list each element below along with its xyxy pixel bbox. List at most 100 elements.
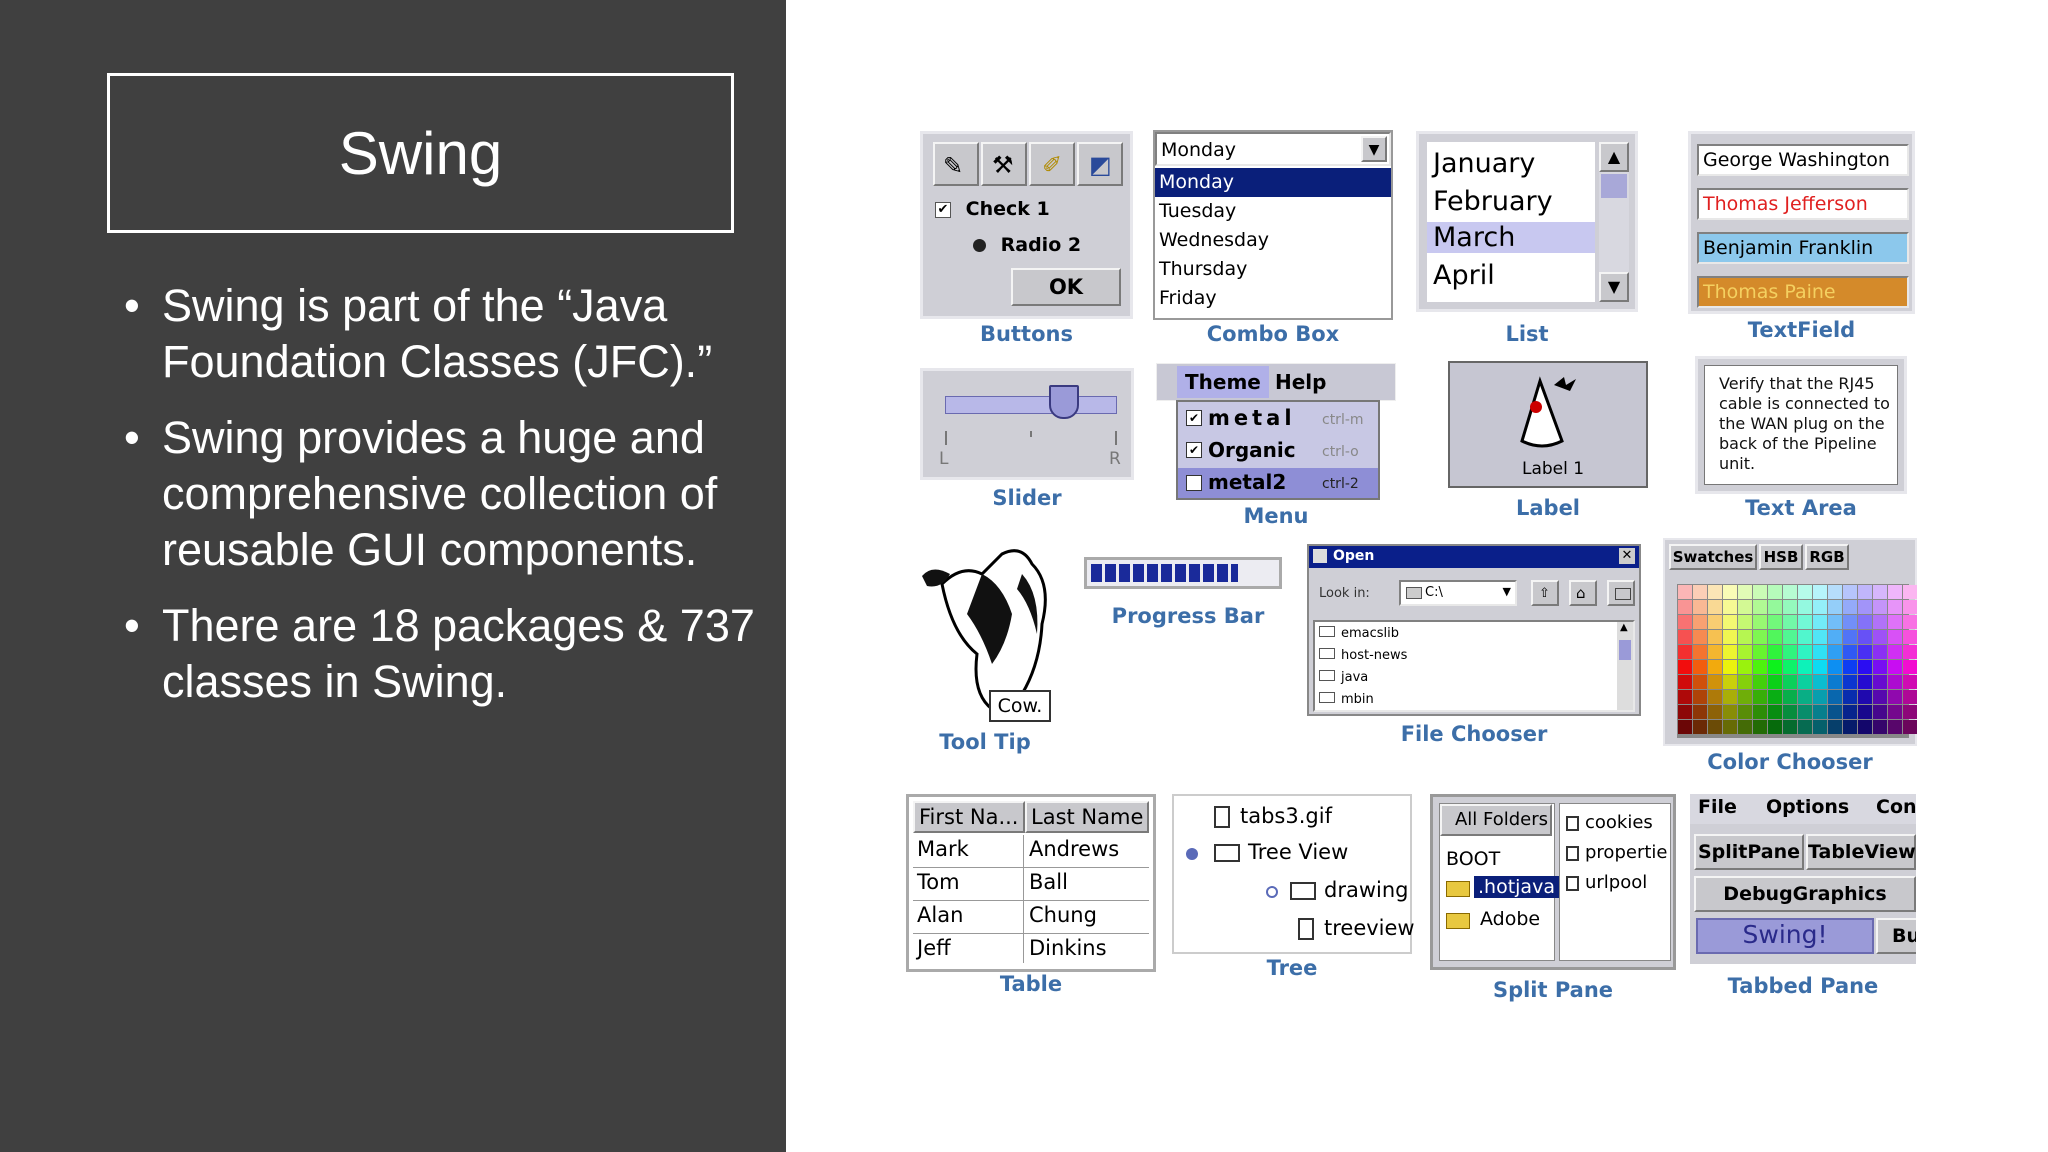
textfield-benjamin[interactable]: Benjamin Franklin — [1697, 232, 1909, 264]
color-swatch[interactable] — [1873, 705, 1887, 719]
radio-2[interactable]: Radio 2 — [973, 234, 1081, 256]
color-swatch[interactable] — [1888, 630, 1902, 644]
tab-cut-off[interactable]: Bu — [1876, 918, 1916, 954]
color-swatch[interactable] — [1843, 585, 1857, 599]
text-area[interactable]: Verify that the RJ45 cable is connected … — [1704, 365, 1898, 485]
color-swatch[interactable] — [1708, 645, 1722, 659]
color-swatch[interactable] — [1813, 675, 1827, 689]
color-swatch[interactable] — [1858, 690, 1872, 704]
color-swatch[interactable] — [1858, 660, 1872, 674]
color-swatch[interactable] — [1858, 645, 1872, 659]
color-swatch[interactable] — [1828, 675, 1842, 689]
tab-swing-selected[interactable]: Swing! — [1696, 918, 1874, 954]
file-item[interactable]: urlpool — [1566, 872, 1647, 893]
color-swatch[interactable] — [1693, 615, 1707, 629]
color-swatch[interactable] — [1873, 675, 1887, 689]
color-swatch[interactable] — [1753, 615, 1767, 629]
color-swatch[interactable] — [1813, 660, 1827, 674]
color-swatch[interactable] — [1738, 660, 1752, 674]
tab-tableview[interactable]: TableView — [1806, 834, 1916, 870]
list-item[interactable]: April — [1433, 260, 1495, 291]
table-header[interactable]: First Na... — [913, 801, 1025, 833]
table-row[interactable]: Tom Ball — [913, 868, 1149, 901]
menu-item-metal[interactable]: ✔ metal ctrl-m — [1178, 404, 1378, 434]
color-swatch[interactable] — [1723, 615, 1737, 629]
color-swatch[interactable] — [1678, 675, 1692, 689]
color-swatch[interactable] — [1783, 585, 1797, 599]
color-swatch[interactable] — [1798, 600, 1812, 614]
file-item[interactable]: emacslib — [1319, 626, 1399, 641]
file-item[interactable]: host-news — [1319, 648, 1407, 663]
color-swatch[interactable] — [1723, 720, 1737, 734]
color-swatch[interactable] — [1693, 600, 1707, 614]
color-swatch[interactable] — [1798, 585, 1812, 599]
color-swatch[interactable] — [1678, 705, 1692, 719]
color-swatch[interactable] — [1828, 615, 1842, 629]
color-swatch[interactable] — [1723, 645, 1737, 659]
color-swatch[interactable] — [1813, 720, 1827, 734]
color-swatch[interactable] — [1678, 600, 1692, 614]
color-swatch[interactable] — [1798, 615, 1812, 629]
tab-rgb[interactable]: RGB — [1805, 544, 1849, 570]
color-swatch[interactable] — [1858, 585, 1872, 599]
color-swatch[interactable] — [1753, 675, 1767, 689]
tab-swatches[interactable]: Swatches — [1669, 544, 1757, 570]
color-swatch[interactable] — [1738, 630, 1752, 644]
color-swatch[interactable] — [1903, 660, 1917, 674]
combo-field[interactable]: Monday ▼ — [1155, 132, 1391, 166]
slider-track[interactable] — [945, 396, 1117, 414]
color-swatch[interactable] — [1813, 705, 1827, 719]
folder-item[interactable]: BOOT — [1446, 848, 1501, 870]
color-swatch[interactable] — [1873, 630, 1887, 644]
file-item[interactable]: propertie — [1566, 842, 1667, 863]
table-row[interactable]: Alan Chung — [913, 901, 1149, 934]
color-swatch[interactable] — [1858, 615, 1872, 629]
color-swatch[interactable] — [1798, 690, 1812, 704]
color-swatch[interactable] — [1753, 720, 1767, 734]
color-swatch[interactable] — [1783, 645, 1797, 659]
look-in-combo[interactable]: C:\ ▼ — [1399, 580, 1517, 606]
color-swatch[interactable] — [1843, 675, 1857, 689]
toolbar-button[interactable]: ✎ — [933, 142, 979, 186]
color-swatch[interactable] — [1678, 630, 1692, 644]
color-swatch[interactable] — [1873, 615, 1887, 629]
color-swatch[interactable] — [1783, 675, 1797, 689]
folder-item[interactable]: Adobe — [1446, 908, 1540, 930]
swatch-grid[interactable] — [1677, 584, 1917, 738]
color-swatch[interactable] — [1903, 720, 1917, 734]
color-swatch[interactable] — [1843, 630, 1857, 644]
file-item[interactable]: mbin — [1319, 692, 1374, 707]
color-swatch[interactable] — [1738, 705, 1752, 719]
color-swatch[interactable] — [1738, 690, 1752, 704]
color-swatch[interactable] — [1873, 720, 1887, 734]
color-swatch[interactable] — [1753, 705, 1767, 719]
tab-debuggraphics[interactable]: DebugGraphics — [1694, 876, 1916, 912]
textfield-thomas[interactable]: Thomas Jefferson — [1697, 188, 1909, 220]
color-swatch[interactable] — [1888, 705, 1902, 719]
tree-node[interactable]: drawing — [1290, 878, 1408, 902]
color-swatch[interactable] — [1813, 585, 1827, 599]
combo-option[interactable]: Friday — [1159, 287, 1217, 309]
color-swatch[interactable] — [1873, 660, 1887, 674]
color-swatch[interactable] — [1828, 585, 1842, 599]
slider-thumb[interactable] — [1049, 385, 1079, 419]
close-icon[interactable]: ✕ — [1619, 548, 1635, 564]
chevron-down-icon[interactable]: ▼ — [1361, 136, 1387, 162]
color-swatch[interactable] — [1693, 690, 1707, 704]
menu-theme[interactable]: Theme — [1177, 366, 1269, 398]
color-swatch[interactable] — [1708, 630, 1722, 644]
color-swatch[interactable] — [1813, 630, 1827, 644]
color-swatch[interactable] — [1708, 660, 1722, 674]
toolbar-button[interactable]: ⚒ — [981, 142, 1027, 186]
color-swatch[interactable] — [1798, 705, 1812, 719]
table-row[interactable]: Mark Andrews — [913, 835, 1149, 868]
tree-node[interactable]: treeview — [1298, 916, 1415, 940]
color-swatch[interactable] — [1738, 600, 1752, 614]
color-swatch[interactable] — [1783, 600, 1797, 614]
color-swatch[interactable] — [1888, 675, 1902, 689]
color-swatch[interactable] — [1678, 615, 1692, 629]
color-swatch[interactable] — [1693, 660, 1707, 674]
color-swatch[interactable] — [1843, 690, 1857, 704]
color-swatch[interactable] — [1738, 675, 1752, 689]
color-swatch[interactable] — [1783, 615, 1797, 629]
